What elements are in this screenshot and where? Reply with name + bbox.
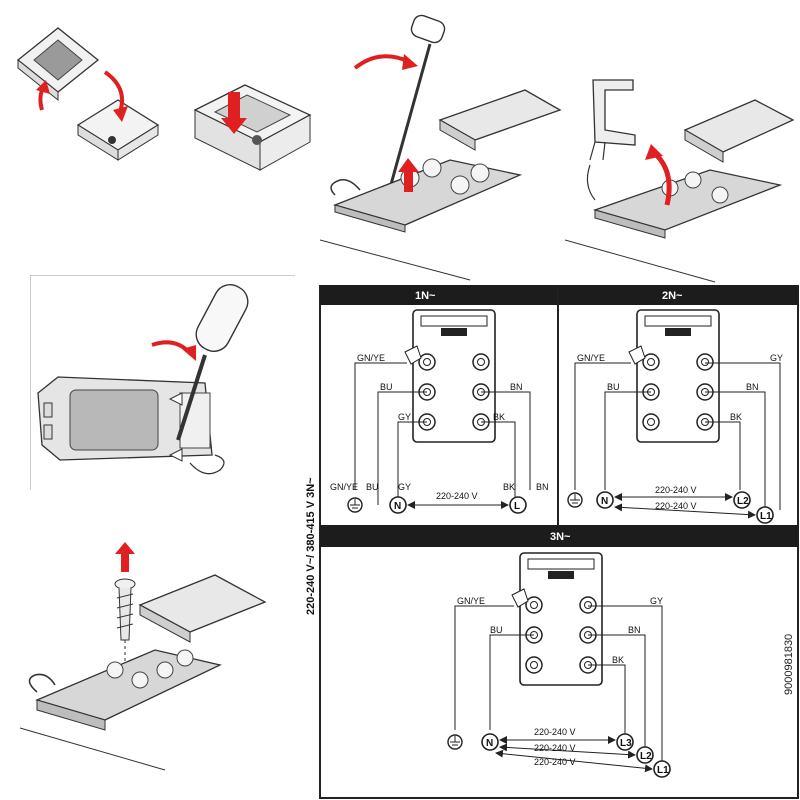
wire-label: GY — [650, 596, 663, 606]
step-screwdriver-release-illustration — [320, 14, 562, 281]
terminal-label: L2 — [640, 751, 652, 762]
voltage-label: 220-240 V — [534, 727, 576, 737]
terminal-label: L1 — [657, 765, 669, 776]
step-lid-insert-illustration — [16, 27, 160, 161]
wire-label: BN — [628, 625, 641, 635]
step-remove-screw-illustration — [19, 542, 267, 771]
red-arrow-icon — [353, 54, 411, 70]
wire-label: GY — [770, 353, 783, 363]
terminal-n — [389, 496, 407, 514]
wire-label: BK — [503, 482, 515, 492]
voltage-label: 220-240 V — [534, 743, 576, 753]
terminal-label: L2 — [737, 496, 749, 507]
terminal-n — [481, 733, 499, 751]
terminal-label: N — [394, 501, 401, 512]
wire-label: BU — [490, 625, 503, 635]
wire-label: BU — [366, 482, 379, 492]
ground-icon — [447, 734, 463, 750]
terminal-label: L1 — [760, 511, 772, 522]
terminal-label: L — [514, 501, 520, 512]
wire-label: BK — [730, 412, 742, 422]
wire-label: GN/YE — [577, 353, 605, 363]
voltage-label: 220-240 V — [655, 485, 697, 495]
voltage-label: 220-240 V — [655, 501, 697, 511]
wire-label: GN/YE — [457, 596, 485, 606]
document-code: 9000981830 — [783, 634, 795, 695]
voltage-side-label: 220-240 V~/ 380-415 V 3N~ — [305, 477, 317, 615]
white-arrow-icon — [168, 448, 183, 462]
panel-2n-title: 2N~ — [662, 290, 683, 302]
panel-3n-header — [320, 525, 798, 547]
red-arrow-icon — [151, 340, 192, 355]
red-arrow-icon — [228, 92, 240, 120]
voltage-label: 220-240 V — [436, 491, 478, 501]
wire-label: GY — [398, 412, 411, 422]
wiring-diagram-panel: 220-240 V~/ 380-415 V 3N~ 1N~ GN/YE BU G… — [305, 285, 799, 799]
wire-label: BN — [746, 382, 759, 392]
red-arrow-icon — [121, 552, 129, 572]
wire-label: BK — [493, 412, 505, 422]
wire-label: BU — [607, 382, 620, 392]
wire-label: BN — [536, 482, 549, 492]
terminal-label: N — [601, 496, 608, 507]
wire-label: BK — [612, 655, 624, 665]
wire-label: GN/YE — [330, 482, 358, 492]
wire-label: BU — [380, 382, 393, 392]
terminal-label: N — [486, 738, 493, 749]
panel-3n-title: 3N~ — [550, 531, 571, 543]
terminal-l1 — [653, 760, 671, 778]
terminal-l1 — [756, 506, 774, 524]
white-arrow-icon — [168, 392, 183, 406]
step-pry-cover-illustration — [30, 275, 295, 490]
wire-label: BN — [510, 382, 523, 392]
terminal-l — [509, 496, 527, 514]
panel-1n-header — [320, 285, 558, 305]
panel-1n-title: 1N~ — [415, 290, 436, 302]
ground-icon — [567, 492, 583, 508]
red-arrow-icon — [404, 170, 413, 192]
voltage-label: 220-240 V — [534, 757, 576, 767]
terminal-n — [596, 491, 614, 509]
wire-label: GN/YE — [357, 353, 385, 363]
terminal-label: L3 — [620, 738, 632, 749]
panel-2n-header — [558, 285, 798, 305]
step-remove-clip-illustration — [565, 79, 795, 283]
wire-label: GY — [398, 482, 411, 492]
ground-icon — [347, 497, 363, 513]
step-lid-press-illustration — [193, 84, 312, 171]
